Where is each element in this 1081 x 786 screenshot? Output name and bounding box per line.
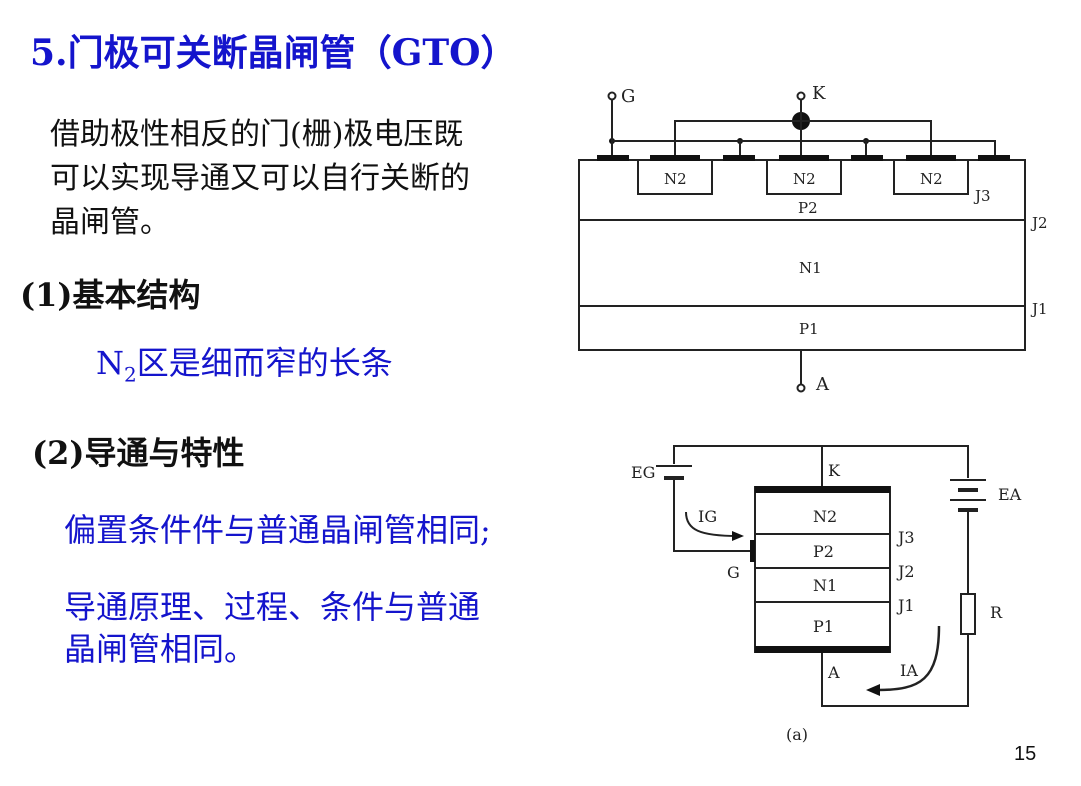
- gate-contact-3: [851, 155, 883, 161]
- ig-arrow-icon: [685, 511, 739, 537]
- gate-contact-1: [597, 155, 629, 161]
- n2-note-text: 区是细而窄的长条: [136, 344, 393, 382]
- circuit-label-a: A: [827, 663, 840, 682]
- structure-label-j3: J3: [973, 187, 991, 205]
- gate-contact-4: [978, 155, 1010, 161]
- page-number: 15: [1014, 743, 1037, 765]
- anode-plate: [755, 646, 890, 653]
- gto-circuit-diagram: [656, 445, 986, 707]
- structure-label-n2: N2: [664, 170, 687, 188]
- structure-label-j2: J2: [1030, 214, 1048, 232]
- cathode-contact-3: [906, 155, 956, 161]
- cathode-bus-wire: [674, 120, 932, 155]
- ig-arrowhead-icon: [732, 531, 744, 541]
- gate-contact-2: [723, 155, 755, 161]
- bullet-conduction-principle: 导通原理、过程、条件与普通晶闸管相同。: [64, 588, 481, 668]
- structure-label-k: K: [812, 83, 826, 104]
- cathode-contact-2: [779, 155, 829, 161]
- circuit-label-j1: J1: [896, 596, 915, 615]
- n2-subscript: 2: [124, 362, 137, 387]
- circuit-label-n2: N2: [813, 507, 837, 526]
- circuit-label-g: G: [727, 563, 740, 582]
- structure-label-n2: N2: [793, 170, 816, 188]
- ia-arrowhead-icon: [866, 684, 880, 696]
- bullet-bias-condition: 偏置条件件与普通晶闸管相同;: [64, 511, 491, 549]
- structure-label-n1: N1: [799, 259, 822, 277]
- circuit-caption: (a): [786, 725, 808, 744]
- resistor-r: [960, 593, 976, 635]
- n2-region-note: N2区是细而窄的长条: [96, 338, 393, 386]
- circuit-label-p2: P2: [813, 542, 834, 561]
- circuit-label-n1: N1: [813, 576, 837, 595]
- circuit-label-eg: EG: [631, 463, 655, 482]
- gto-structure-diagram: [578, 91, 1026, 393]
- circuit-label-ea: EA: [998, 485, 1022, 504]
- circuit-label-j2: J2: [896, 562, 915, 581]
- structure-label-p2: P2: [798, 199, 818, 217]
- cathode-plate: [755, 486, 890, 493]
- cathode-loop-wire: [821, 445, 969, 486]
- structure-label-a: A: [815, 374, 830, 395]
- eg-top-wire: [673, 445, 822, 464]
- circuit-label-j3: J3: [896, 528, 915, 547]
- section-heading-structure: (1)基本结构: [20, 276, 201, 314]
- cathode-contact-1: [650, 155, 700, 161]
- gate-bus-wire: [612, 140, 996, 155]
- structure-label-g: G: [621, 86, 635, 107]
- slide-title: 5.门极可关断晶闸管（GTO）: [30, 32, 517, 74]
- terminal-a-circle: [796, 383, 806, 393]
- anode-loop-wire: [821, 634, 969, 707]
- n2-letter: N: [96, 344, 124, 382]
- circuit-label-ia: IA: [900, 661, 918, 680]
- terminal-k-circle: [796, 91, 806, 101]
- structure-label-p1: P1: [799, 320, 819, 338]
- ia-arrow-icon: [877, 625, 941, 692]
- intro-paragraph: 借助极性相反的门(栅)极电压既可以实现导通又可以自行关断的晶闸管。: [50, 117, 470, 240]
- terminal-g-circle: [607, 91, 617, 101]
- circuit-label-r: R: [990, 603, 1003, 622]
- circuit-label-p1: P1: [813, 617, 834, 636]
- circuit-label-ig: IG: [698, 507, 717, 526]
- gate-plate: [750, 540, 755, 562]
- section-heading-conduction: (2)导通与特性: [32, 434, 245, 472]
- gate-drive-wire: [673, 480, 750, 552]
- structure-label-n2: N2: [920, 170, 943, 188]
- structure-label-j1: J1: [1030, 300, 1048, 318]
- circuit-label-k: K: [828, 461, 841, 480]
